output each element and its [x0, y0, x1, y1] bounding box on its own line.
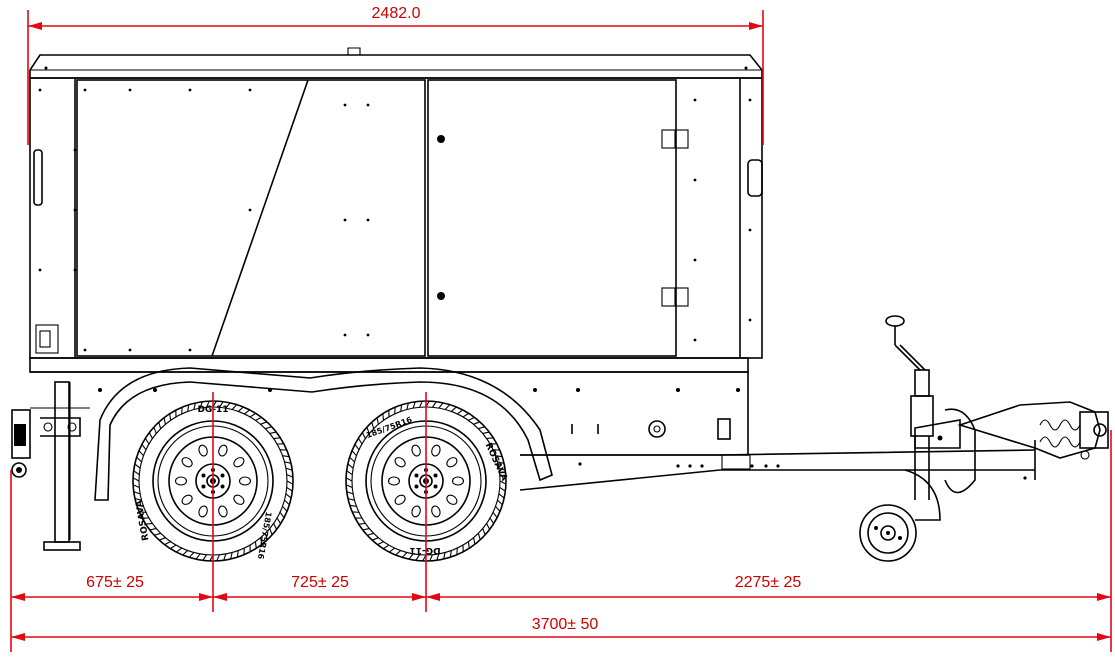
chassis [30, 371, 1036, 491]
dim-axle-to-hitch: 2275± 25 [735, 574, 802, 591]
jockey-wheel-handle [885, 315, 934, 500]
rear-support-jack [40, 381, 81, 551]
dim-overall-length: 3700± 50 [532, 616, 599, 633]
mudguard [94, 367, 553, 501]
generator-canopy [29, 47, 763, 373]
jockey-wheel [859, 469, 941, 562]
dim-axle-spacing: 725± 25 [291, 574, 349, 591]
tyre2-size: DG-11 [409, 545, 440, 555]
tyre2-spec: 185/75R16 [365, 415, 414, 440]
rear-light [11, 409, 31, 478]
dim-body-length: 2482.0 [372, 5, 421, 22]
left-handle [33, 149, 43, 206]
door-hinge-upper [661, 129, 689, 149]
dim-front-to-axle: 675± 25 [86, 574, 144, 591]
left-panel [76, 79, 426, 357]
tyre1-brand: ROSAVA [135, 499, 152, 541]
hitch-coupling [914, 401, 1109, 494]
right-door [427, 79, 677, 357]
door-hinge-lower [661, 287, 689, 307]
dimension-lines [10, 10, 1112, 652]
right-handle [747, 159, 763, 197]
